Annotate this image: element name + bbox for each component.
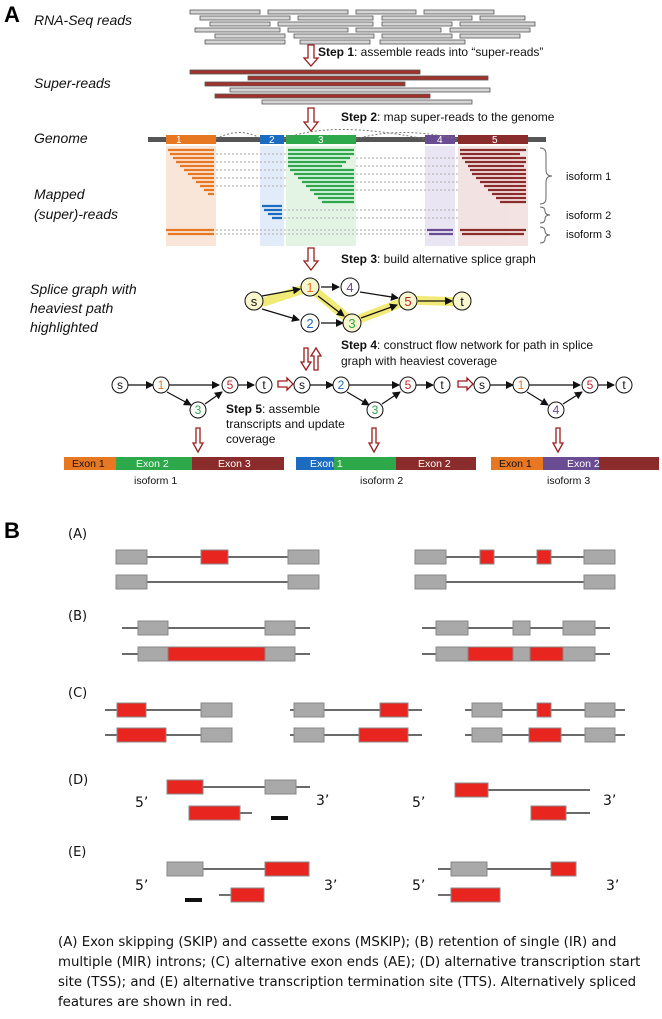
sub-label-a: (A) bbox=[68, 527, 87, 542]
label-rnaseq-reads: RNA-Seq reads bbox=[34, 12, 132, 28]
step-4-line-1: Step 4: construct flow network for path … bbox=[341, 338, 593, 352]
net1-node-5: 5 bbox=[227, 378, 234, 392]
super-reads bbox=[189, 69, 491, 105]
genome-track bbox=[148, 129, 546, 144]
panel-a-label: A bbox=[4, 2, 20, 27]
e-left-5prime: 5’ bbox=[135, 878, 148, 894]
exon-number-2: 2 bbox=[269, 135, 275, 146]
net2-node-2: 2 bbox=[338, 378, 345, 392]
step-2: Step 2: map super-reads to the genome bbox=[341, 110, 555, 124]
iso1-exon-1: Exon 1 bbox=[72, 458, 105, 470]
label-super-reads: Super-reads bbox=[34, 75, 111, 91]
sub-label-b: (B) bbox=[68, 609, 87, 624]
step-arrows bbox=[191, 44, 565, 454]
iso2-exon-1: Exon 1 bbox=[310, 458, 343, 470]
sub-label-d: (D) bbox=[68, 773, 88, 788]
iso2-name: isoform 2 bbox=[360, 475, 403, 487]
figure-caption: (A) Exon skipping (SKIP) and cassette ex… bbox=[58, 935, 641, 1010]
d-left-5prime: 5’ bbox=[135, 795, 148, 811]
label-genome: Genome bbox=[34, 130, 88, 146]
node-4: 4 bbox=[346, 280, 353, 295]
label-mapped-2: (super)-reads bbox=[34, 206, 118, 222]
node-2: 2 bbox=[306, 316, 313, 331]
isoform-label-1: isoform 1 bbox=[566, 171, 611, 183]
node-t: t bbox=[460, 294, 464, 309]
iso2-exon-2: Exon 2 bbox=[418, 458, 451, 470]
step-5-line-1: Step 5: assemble bbox=[226, 402, 320, 416]
node-5: 5 bbox=[404, 294, 411, 309]
d-right-3prime: 3’ bbox=[603, 793, 616, 809]
step-5-line-2: transcripts and update bbox=[226, 417, 345, 431]
d-right-5prime: 5’ bbox=[412, 795, 425, 811]
d-left-3prime: 3’ bbox=[316, 793, 329, 809]
iso1-exon-3: Exon 3 bbox=[218, 458, 251, 470]
label-splice-3: highlighted bbox=[30, 319, 99, 335]
step-3: Step 3: build alternative splice graph bbox=[341, 252, 536, 266]
e-left-3prime: 3’ bbox=[324, 878, 337, 894]
net3-node-s: s bbox=[479, 378, 485, 392]
exon-number-5: 5 bbox=[492, 135, 498, 146]
e-right-3prime: 3’ bbox=[606, 878, 619, 894]
net3-node-4: 4 bbox=[553, 403, 560, 417]
net1-node-3: 3 bbox=[195, 403, 202, 417]
exon-number-1: 1 bbox=[176, 135, 182, 146]
net2-node-5: 5 bbox=[405, 378, 412, 392]
node-1: 1 bbox=[306, 280, 313, 295]
net1-node-1: 1 bbox=[158, 378, 165, 392]
e-right-5prime: 5’ bbox=[412, 878, 425, 894]
net2-node-s: s bbox=[299, 378, 305, 392]
iso1-exon-2: Exon 2 bbox=[136, 458, 169, 470]
net3-node-1: 1 bbox=[518, 378, 525, 392]
isoform-label-2: isoform 2 bbox=[566, 210, 611, 222]
label-splice-1: Splice graph with bbox=[30, 281, 137, 297]
exon-number-3: 3 bbox=[318, 135, 324, 146]
iso3-exon-2: Exon 2 bbox=[567, 458, 600, 470]
net2-node-3: 3 bbox=[372, 403, 379, 417]
iso3-exon-1: Exon 1 bbox=[499, 458, 532, 470]
splice-events bbox=[105, 549, 625, 903]
exon-number-4: 4 bbox=[437, 135, 443, 146]
mapped-reads bbox=[166, 148, 526, 236]
label-mapped-1: Mapped bbox=[34, 186, 86, 202]
label-splice-2: heaviest path bbox=[30, 300, 113, 316]
sub-label-e: (E) bbox=[68, 845, 86, 860]
panel-b-label: B bbox=[4, 518, 20, 543]
isoform-braces bbox=[539, 147, 553, 244]
iso3-name: isoform 3 bbox=[547, 475, 590, 487]
node-3: 3 bbox=[348, 316, 355, 331]
net1-node-t: t bbox=[262, 378, 266, 392]
net3-node-5: 5 bbox=[587, 378, 594, 392]
step-4-line-2: graph with heaviest coverage bbox=[341, 354, 497, 368]
sub-label-c: (C) bbox=[68, 686, 87, 701]
rnaseq-reads bbox=[189, 9, 536, 45]
step-1: Step 1: assemble reads into “super-reads… bbox=[318, 45, 543, 59]
isoform-label-3: isoform 3 bbox=[566, 229, 611, 241]
node-s: s bbox=[251, 294, 258, 309]
transcript-bars bbox=[64, 457, 659, 470]
net2-node-t: t bbox=[440, 378, 444, 392]
flow-networks: s 1 5 t 3 s 2 5 t 3 s 1 5 t 4 bbox=[111, 376, 633, 419]
net1-node-s: s bbox=[117, 378, 123, 392]
splice-graph: s 1 4 5 t 2 3 bbox=[244, 277, 472, 333]
iso1-name: isoform 1 bbox=[134, 475, 177, 487]
step-5-line-3: coverage bbox=[226, 432, 276, 446]
net3-node-t: t bbox=[622, 378, 626, 392]
